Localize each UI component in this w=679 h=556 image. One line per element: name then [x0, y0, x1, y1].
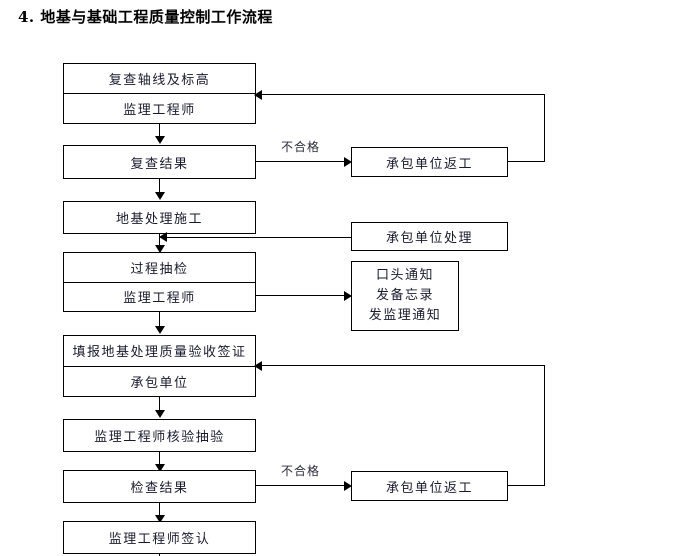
node-contractor-rework-top[interactable]: 承包单位返工 [351, 147, 508, 177]
edge-contractor-handle-return [167, 236, 351, 238]
edge-recheck-result-to-rework [256, 161, 347, 163]
edge-rework-top-right-stub [508, 161, 545, 163]
node-recheck-result-label: 复查结果 [130, 156, 189, 172]
arrowhead-down-to-signoff [155, 515, 165, 523]
node-notice-box[interactable]: 口头通知 发备忘录 发监理通知 [351, 261, 459, 331]
edge-inspect-result-to-signoff [159, 503, 161, 517]
node-inspect-result-label: 检查结果 [130, 481, 189, 496]
node-contractor-rework-bottom-label: 承包单位返工 [385, 480, 473, 496]
node-contractor-rework-bottom[interactable]: 承包单位返工 [351, 471, 508, 501]
node-contractor-rework-top-label: 承包单位返工 [385, 156, 473, 172]
node-notice-line2: 发备忘录 [375, 287, 434, 303]
node-report-acceptance[interactable]: 填报地基处理质量验收签证 承包单位 [63, 335, 256, 397]
node-recheck-axis[interactable]: 复查轴线及标高 监理工程师 [63, 63, 256, 124]
arrowhead-right-to-rework-top [344, 157, 352, 167]
edge-verify-to-inspect-result [159, 452, 161, 466]
edge-signoff-continues [159, 554, 161, 556]
arrowhead-down-to-report [155, 326, 165, 334]
arrowhead-down-to-verify [155, 410, 165, 418]
node-process-sampling-line2: 监理工程师 [123, 291, 196, 307]
node-recheck-result[interactable]: 复查结果 [63, 145, 256, 179]
edge-inspect-result-to-rework [256, 485, 347, 487]
edge-report-to-verify [159, 397, 161, 412]
node-contractor-handle-label: 承包单位处理 [385, 231, 473, 246]
edge-rework-top-vertical-return [543, 94, 545, 162]
edge-rework-bottom-right-stub [508, 485, 545, 487]
edge-sampling-to-notice [256, 295, 347, 297]
node-recheck-axis-line2: 监理工程师 [123, 103, 196, 118]
arrowhead-right-to-notice [344, 291, 352, 301]
arrowhead-left-to-recheck-axis [254, 90, 262, 100]
edge-rework-top-horizontal-return [262, 94, 544, 96]
node-engineer-signoff-label: 监理工程师签认 [108, 532, 211, 547]
node-report-acceptance-line1: 填报地基处理质量验收签证 [64, 336, 255, 367]
node-engineer-signoff[interactable]: 监理工程师签认 [63, 521, 256, 554]
node-recheck-axis-line1: 复查轴线及标高 [64, 64, 255, 94]
arrowhead-left-from-contractor-handle [159, 232, 167, 242]
edge-rework-bottom-horizontal-return [262, 365, 544, 367]
node-foundation-construction[interactable]: 地基处理施工 [63, 201, 256, 234]
node-engineer-verify-label: 监理工程师核验抽验 [94, 430, 225, 445]
edge-rework-bottom-vertical-return [543, 365, 545, 486]
arrowhead-right-to-rework-bottom [344, 481, 352, 491]
node-process-sampling[interactable]: 过程抽检 监理工程师 [63, 252, 256, 312]
node-engineer-verify[interactable]: 监理工程师核验抽验 [63, 419, 256, 452]
edge-recheck-axis-to-result [159, 124, 161, 138]
edge-label-unqualified-top: 不合格 [281, 140, 321, 154]
arrowhead-down-to-inspect-result [155, 464, 165, 472]
node-foundation-construction-label: 地基处理施工 [115, 212, 203, 227]
node-report-acceptance-line2: 承包单位 [130, 375, 189, 391]
edge-sampling-to-report [159, 312, 161, 328]
node-notice-line1: 口头通知 [375, 267, 434, 283]
edge-recheck-result-to-construction [159, 179, 161, 194]
node-process-sampling-line1: 过程抽检 [64, 253, 255, 283]
edge-label-unqualified-bottom: 不合格 [281, 464, 321, 478]
page-title: 4. 地基与基础工程质量控制工作流程 [18, 8, 273, 26]
arrowhead-left-to-report-acceptance [254, 361, 262, 371]
arrowhead-down-to-recheck-result [155, 136, 165, 144]
node-notice-line3: 发监理通知 [368, 308, 442, 324]
arrowhead-down-to-construction [155, 192, 165, 200]
node-contractor-handle[interactable]: 承包单位处理 [351, 222, 508, 251]
arrowhead-down-to-sampling [155, 245, 165, 253]
node-inspect-result[interactable]: 检查结果 [63, 470, 256, 503]
